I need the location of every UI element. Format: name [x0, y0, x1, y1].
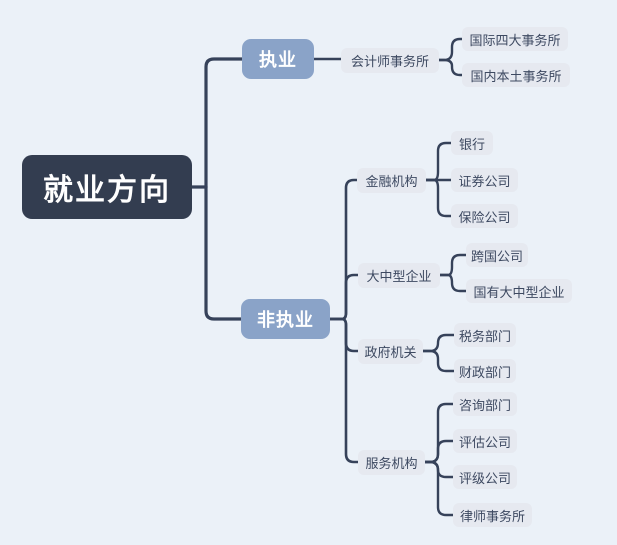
connector-enterprises-state-owned: [438, 273, 468, 293]
node-consulting-department[interactable]: 咨询部门: [453, 392, 517, 416]
connector-nonpracticing-service: [328, 317, 360, 464]
connector-root-practicing: [204, 57, 244, 189]
connector-financial-bank: [424, 141, 453, 182]
node-government-agencies[interactable]: 政府机关: [358, 339, 423, 364]
node-insurance-company[interactable]: 保险公司: [451, 204, 518, 228]
node-practicing[interactable]: 执业: [242, 39, 314, 79]
node-state-owned-enterprises[interactable]: 国有大中型企业: [466, 279, 572, 303]
connector-government-finance: [421, 349, 456, 373]
node-bank[interactable]: 银行: [451, 131, 493, 155]
node-service-organizations[interactable]: 服务机构: [358, 450, 425, 475]
connector-root-non-practicing: [204, 185, 243, 321]
connector-enterprises-multinational: [438, 253, 468, 277]
node-finance-department[interactable]: 财政部门: [454, 359, 516, 383]
connector-government-tax: [421, 333, 456, 353]
node-intl-big-four-firms[interactable]: 国际四大事务所: [462, 27, 568, 51]
connector-nonpracticing-financial: [328, 178, 359, 321]
connector-service-law-firms: [423, 460, 455, 517]
node-non-practicing[interactable]: 非执业: [241, 299, 330, 339]
node-securities-company[interactable]: 证券公司: [451, 168, 518, 192]
node-multinational-company[interactable]: 跨国公司: [466, 243, 528, 267]
node-financial-institutions[interactable]: 金融机构: [357, 168, 426, 193]
connector-accounting-domestic: [437, 58, 464, 77]
root-connectors: [189, 57, 244, 321]
level2-connectors: [312, 57, 360, 464]
node-law-firms[interactable]: 律师事务所: [453, 503, 532, 527]
node-domestic-local-firms[interactable]: 国内本土事务所: [462, 63, 570, 87]
node-root-employment-direction[interactable]: 就业方向: [22, 155, 192, 219]
node-appraisal-company[interactable]: 评估公司: [453, 429, 517, 453]
node-rating-company[interactable]: 评级公司: [453, 465, 517, 489]
connector-nonpracticing-enterprises: [328, 273, 360, 321]
node-tax-department[interactable]: 税务部门: [454, 323, 516, 347]
connector-service-appraisal: [423, 439, 455, 464]
connector-financial-insurance: [424, 178, 453, 218]
connector-nonpracticing-government: [328, 317, 360, 353]
node-accounting-firms[interactable]: 会计师事务所: [341, 48, 439, 73]
node-large-medium-enterprises[interactable]: 大中型企业: [358, 263, 440, 288]
connector-accounting-big-four: [437, 37, 464, 62]
level3-connectors: [421, 37, 468, 517]
